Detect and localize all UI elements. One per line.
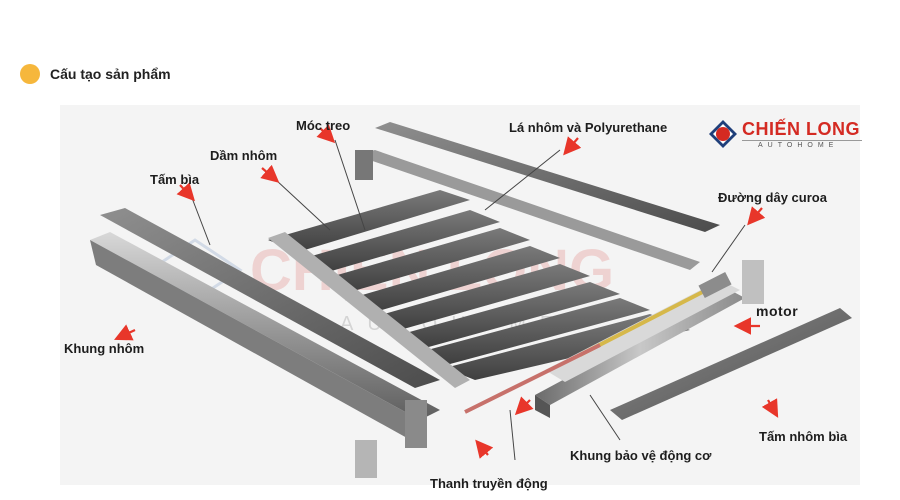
- leader-lines: [191, 139, 746, 461]
- callout-arrows: [114, 124, 779, 459]
- section-heading: Cấu tạo sản phẩm: [20, 64, 171, 84]
- frame-foot: [355, 440, 377, 478]
- louver-1: [268, 190, 470, 252]
- aluminum-beam: [268, 232, 470, 388]
- arrow-thanh-truyen: [475, 439, 494, 459]
- side-cover-plate-left: [100, 208, 440, 388]
- louver-2: [298, 210, 500, 272]
- section-heading-text: Cấu tạo sản phẩm: [50, 66, 171, 82]
- motor-guard-top: [535, 290, 745, 405]
- arrow-khung-nhom: [114, 324, 136, 341]
- louver-5: [370, 264, 590, 330]
- arrow-tam-bia: [176, 182, 195, 202]
- motor-unit: [698, 271, 732, 299]
- label-duong-day-curoa: Đường dây curoa: [718, 190, 827, 205]
- brand-divider: [742, 140, 862, 141]
- brand-logo-icon: [709, 120, 737, 148]
- back-rail-bracket: [355, 150, 373, 180]
- louver-6: [395, 282, 620, 348]
- arrow-day-curoa: [747, 206, 766, 226]
- label-tam-nhom-bia: Tấm nhôm bìa: [759, 429, 848, 444]
- label-khung-nhom: Khung nhôm: [64, 341, 145, 356]
- drive-shaft: [464, 343, 601, 414]
- louver-4: [345, 246, 560, 312]
- label-moc-treo: Móc treo: [296, 118, 351, 133]
- label-thanh-truyen-dong: Thanh truyền động: [430, 476, 548, 491]
- frame-rail-left-side: [90, 240, 425, 448]
- louver-3: [320, 228, 530, 292]
- drive-belt: [579, 281, 721, 357]
- louver-7: [420, 298, 650, 364]
- label-khung-bao-ve: Khung bảo vệ động cơ: [570, 448, 712, 463]
- arrow-dam-nhom: [260, 164, 280, 183]
- motor-guard-end: [535, 395, 550, 418]
- frame-rail-end: [405, 400, 427, 448]
- arrow-khung-bao-ve: [514, 396, 534, 416]
- motor-guard-lid: [545, 280, 740, 382]
- arrow-tam-nhom-bia: [761, 398, 779, 418]
- label-motor: motor: [756, 303, 799, 319]
- brand-name: CHIẾN LONG: [742, 119, 861, 139]
- motor-end-cap: [742, 260, 764, 304]
- frame-rail-back: [355, 150, 700, 270]
- arrow-la-nhom: [563, 136, 582, 156]
- arrow-moc-treo: [316, 124, 336, 144]
- side-cover-plate-top: [375, 122, 720, 232]
- brand-sub: AUTOHOME: [758, 142, 839, 149]
- label-dam-nhom: Dầm nhôm: [210, 148, 278, 163]
- brand-logo: CHIẾN LONG AUTOHOME: [708, 117, 864, 155]
- cover-plate-right: [610, 308, 852, 420]
- bullet-dot: [20, 64, 40, 84]
- label-tam-bia: Tấm bìa: [150, 172, 200, 187]
- label-la-nhom: Lá nhôm và Polyurethane: [509, 120, 668, 135]
- frame-rail-left: [90, 232, 440, 420]
